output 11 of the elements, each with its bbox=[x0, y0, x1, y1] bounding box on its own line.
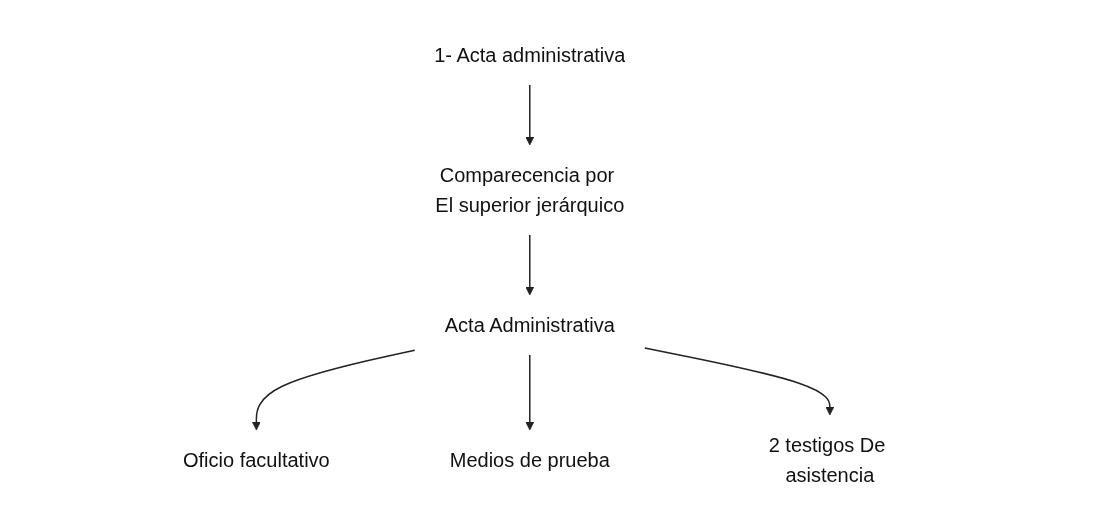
node-text: Acta Administrativa bbox=[444, 313, 615, 336]
node-text: 2 testigos De asistencia bbox=[768, 433, 885, 486]
arrow bbox=[643, 346, 834, 415]
node-text: Oficio facultativo bbox=[182, 448, 330, 471]
arrow bbox=[524, 353, 534, 430]
arrow bbox=[251, 349, 416, 430]
node-text: Medios de prueba bbox=[449, 448, 610, 471]
arrow bbox=[524, 83, 534, 145]
arrow bbox=[524, 233, 534, 295]
node-text: Comparecencia por El superior jerárquico bbox=[434, 163, 624, 216]
node-text: 1- Acta administrativa bbox=[433, 43, 625, 66]
